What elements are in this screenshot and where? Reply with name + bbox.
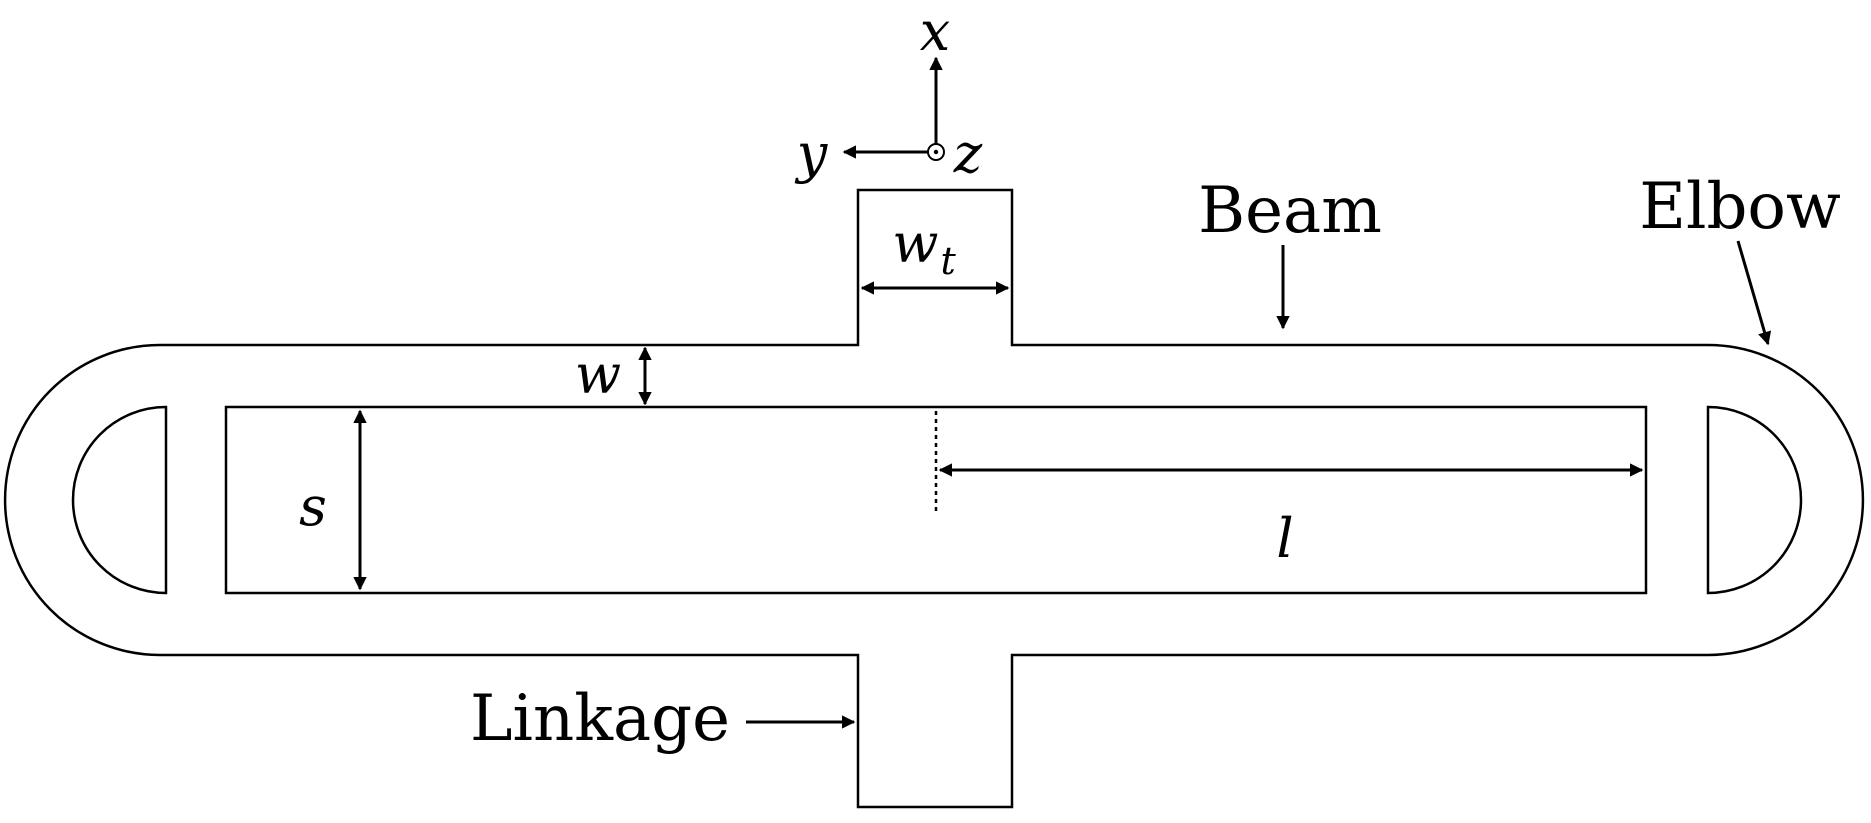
left-elbow-cutout [71, 405, 168, 595]
beam-label: Beam [1198, 174, 1382, 248]
x-axis-label: x [920, 0, 950, 63]
tab-width-dimension: wt [860, 212, 1010, 295]
outer-contour [3, 188, 1865, 809]
beam-length-label: l [1276, 507, 1293, 570]
coordinate-axes: x y z [795, 0, 983, 185]
right-elbow-cutout [1706, 405, 1803, 595]
slot-spacing-dimension: s [299, 409, 367, 591]
elbow-label: Elbow [1639, 170, 1840, 244]
y-axis-label: y [795, 122, 829, 185]
slot-spacing-label: s [299, 475, 327, 538]
beam-callout: Beam [1198, 174, 1382, 330]
z-axis-dot [933, 149, 939, 155]
tab-width-label: wt [892, 212, 956, 283]
linkage-callout: Linkage [470, 682, 856, 756]
beam-length-dimension: l [934, 411, 1644, 570]
beam-width-label: w [575, 343, 621, 406]
beam-width-dimension: w [575, 343, 652, 406]
inner-slot [224, 405, 1648, 595]
z-axis-label: z [953, 122, 983, 185]
elbow-callout: Elbow [1639, 170, 1841, 346]
linkage-label: Linkage [470, 682, 730, 756]
elbow-pointer-arrow [1736, 240, 1772, 346]
